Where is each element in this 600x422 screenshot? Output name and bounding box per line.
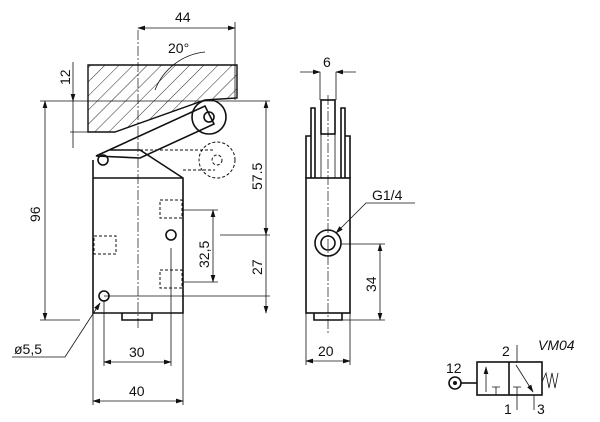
dim-6: 6 [323,54,331,70]
model-label: VM04 [538,337,575,353]
dim-angle: 20° [168,40,189,56]
side-view: 6 G1/4 34 20 [300,54,415,365]
valve-symbol: VM04 12 2 1 3 [446,337,575,417]
roller-pin [203,111,215,123]
plunger-bottom [121,313,153,321]
dim-20: 20 [318,343,334,359]
port-1-label: 1 [504,401,512,417]
front-view: 44 20° 12 96 57.5 27 32,5 30 40 ø5,5 [12,9,270,405]
thread-hidden-left [93,235,117,255]
dim-32-5: 32,5 [196,241,212,268]
port-thread-label: G1/4 [372,187,403,203]
roller-rest-position [198,141,236,179]
port-3-label: 3 [537,401,545,417]
port-hole [165,229,177,241]
dim-40: 40 [129,383,145,399]
cam-block [87,64,238,133]
dim-30: 30 [129,344,145,360]
dim-34: 34 [363,276,379,292]
dim-96: 96 [27,206,43,222]
dim-57-5: 57.5 [249,163,265,190]
dim-44: 44 [175,9,191,25]
roller-lever [95,104,216,159]
roller [191,99,227,135]
dim-27: 27 [249,259,265,275]
roller-rest-pin [211,154,223,166]
port-12-label: 12 [446,360,462,376]
lever-pivot [97,154,109,166]
dim-12: 12 [57,69,73,85]
port-2-label: 2 [502,343,510,359]
thread-hidden-top [159,199,183,219]
lever-fork [305,107,351,178]
roller-actuator-icon [448,376,462,390]
dim-hole-diameter: ø5,5 [14,341,42,357]
